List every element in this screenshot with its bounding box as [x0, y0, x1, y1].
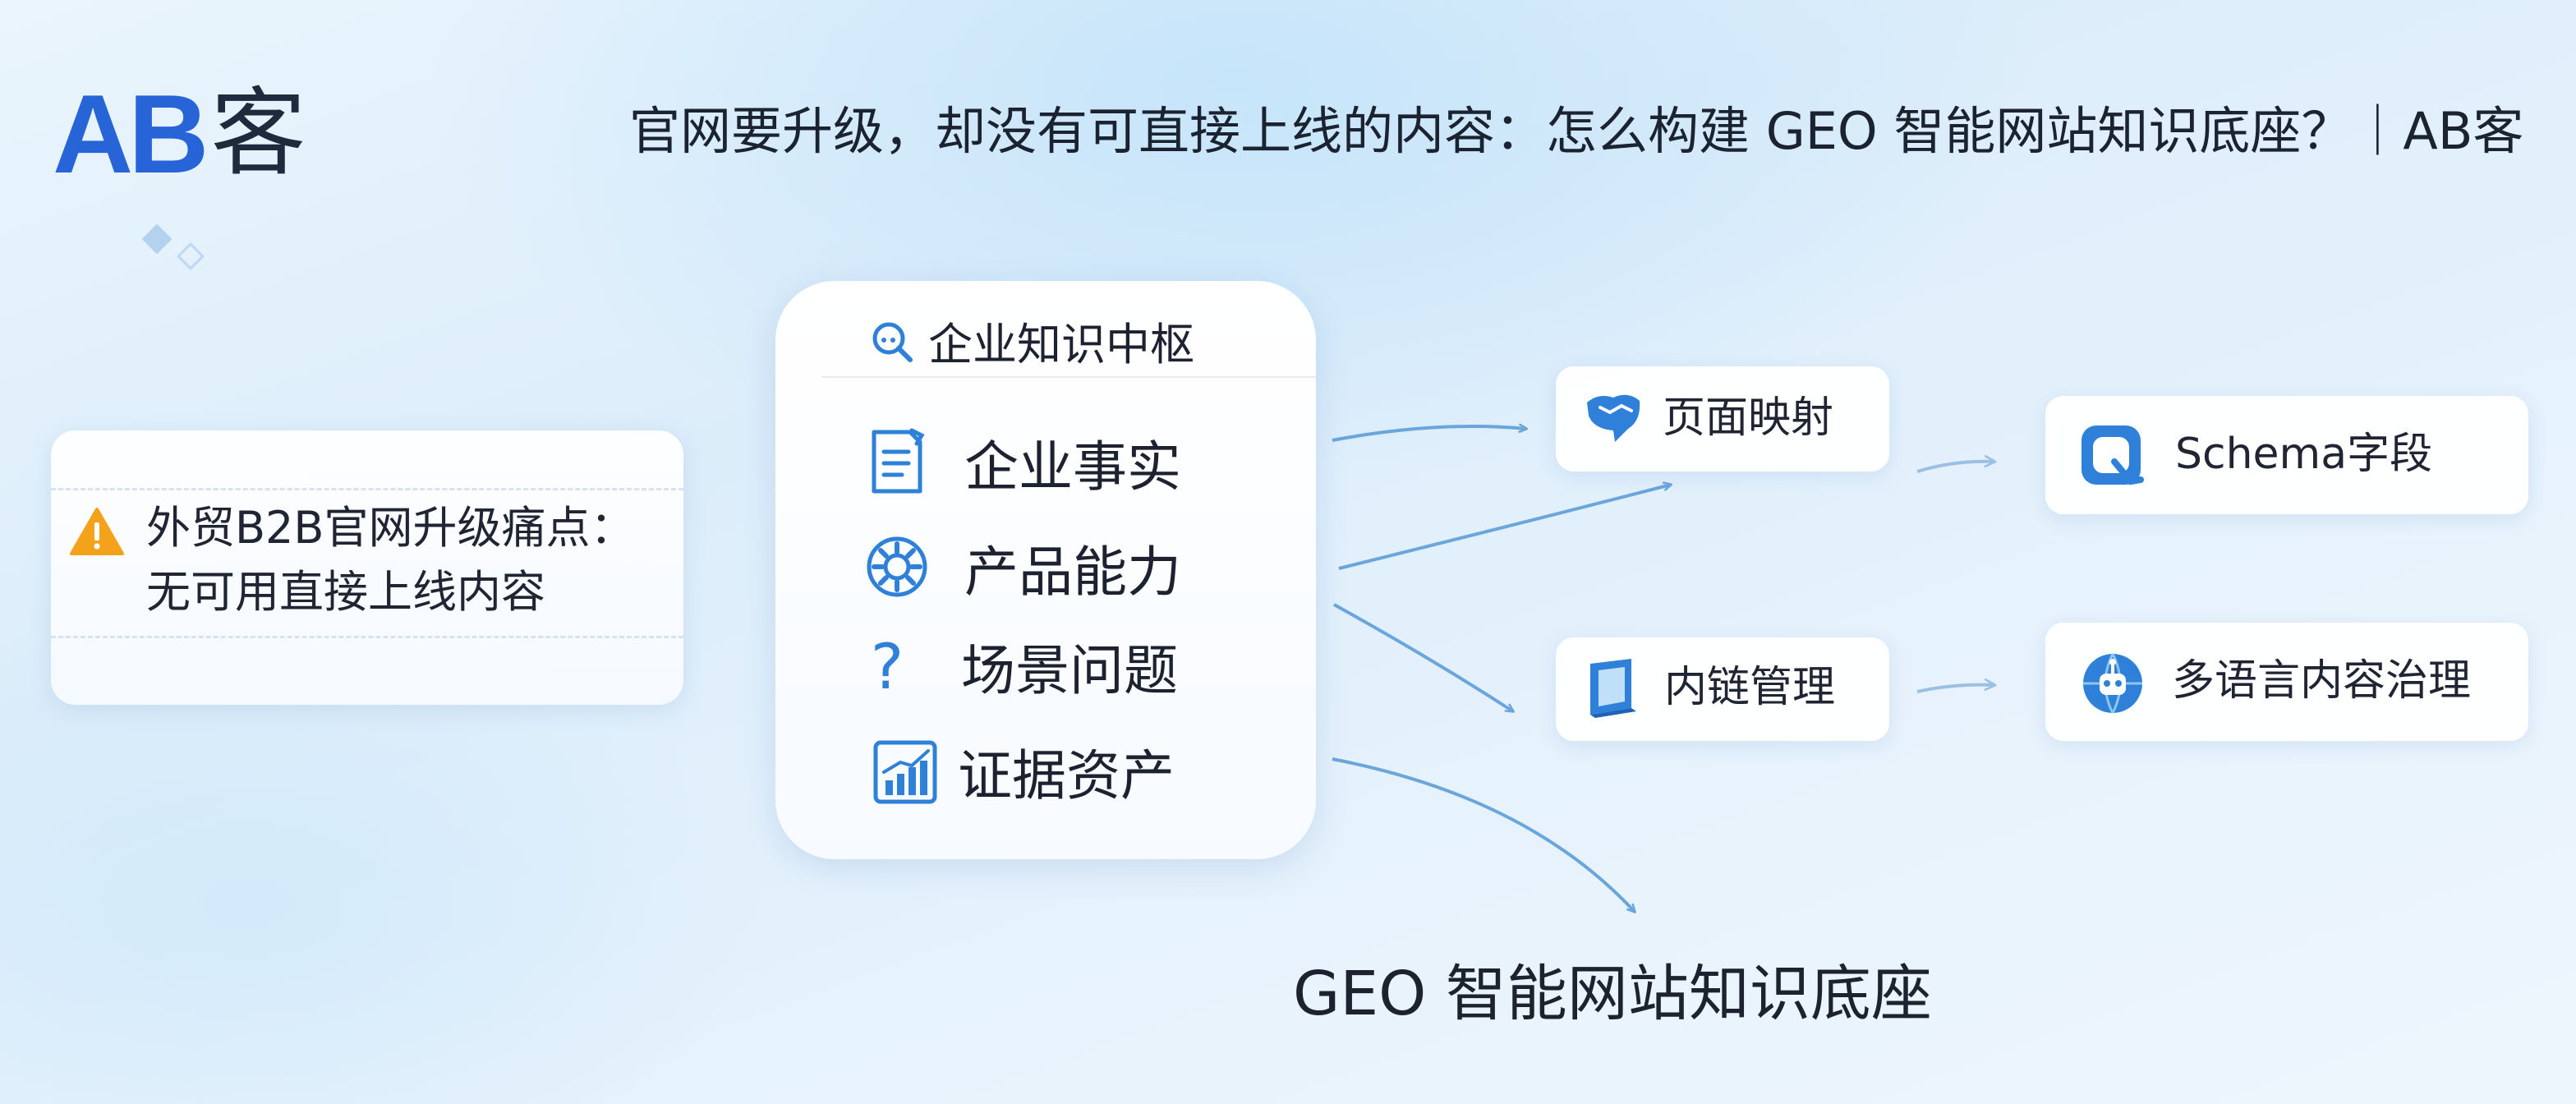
arrow-hub-to-internal-links [1333, 603, 1513, 711]
search-icon [872, 322, 913, 362]
hub-item-product-capability: 产品能力 [964, 540, 1181, 604]
warning-icon [70, 508, 124, 555]
arrow-hub-to-page-mapping-2 [1338, 485, 1671, 570]
hub-item-scenario-questions: 场景问题 [961, 639, 1178, 702]
pain-point-line1: 外贸B2B官网升级痛点： [146, 502, 635, 554]
pain-point-line2: 无可用直接上线内容 [146, 566, 545, 618]
arrow-hub-to-foundation [1332, 757, 1635, 912]
page-title: 官网要升级，却没有可直接上线的内容：怎么构建 GEO 智能网站知识底座？｜AB客 [629, 101, 2524, 161]
question-icon: ? [871, 634, 904, 703]
map-icon [1587, 394, 1640, 442]
globe-bot-icon [2083, 653, 2142, 714]
pain-point-card [51, 430, 683, 705]
hub-item-evidence-assets: 证据资产 [958, 744, 1175, 807]
logo-char: 客 [210, 78, 306, 189]
card-divider [51, 636, 683, 638]
bar-chart-icon [873, 740, 937, 804]
card-divider [51, 488, 683, 490]
schema-icon [2082, 426, 2144, 485]
arrow-page-mapping-to-schema [1916, 462, 1994, 473]
svg-text:?: ? [871, 634, 904, 703]
gear-icon [867, 536, 927, 597]
internal-links-label: 内链管理 [1664, 663, 1836, 712]
hub-divider [821, 376, 1316, 378]
arrow-internal-links-to-multilingual [1916, 685, 1994, 693]
hub-title: 企业知识中枢 [928, 319, 1194, 370]
page-mapping-label: 页面映射 [1663, 393, 1834, 443]
multilingual-label: 多语言内容治理 [2172, 656, 2472, 706]
hub-item-enterprise-facts: 企业事实 [964, 435, 1181, 499]
brand-logo: AB 客 [53, 72, 306, 196]
document-icon [872, 428, 925, 494]
pain-point-text: 外贸B2B官网升级痛点： 无可用直接上线内容 [146, 496, 634, 624]
arrow-hub-to-page-mapping [1332, 426, 1526, 442]
schema-label: Schema字段 [2175, 430, 2433, 479]
link-panel-icon [1590, 659, 1636, 718]
logo-letters: AB [53, 71, 209, 196]
foundation-label: GEO 智能网站知识底座 [1293, 959, 1932, 1029]
